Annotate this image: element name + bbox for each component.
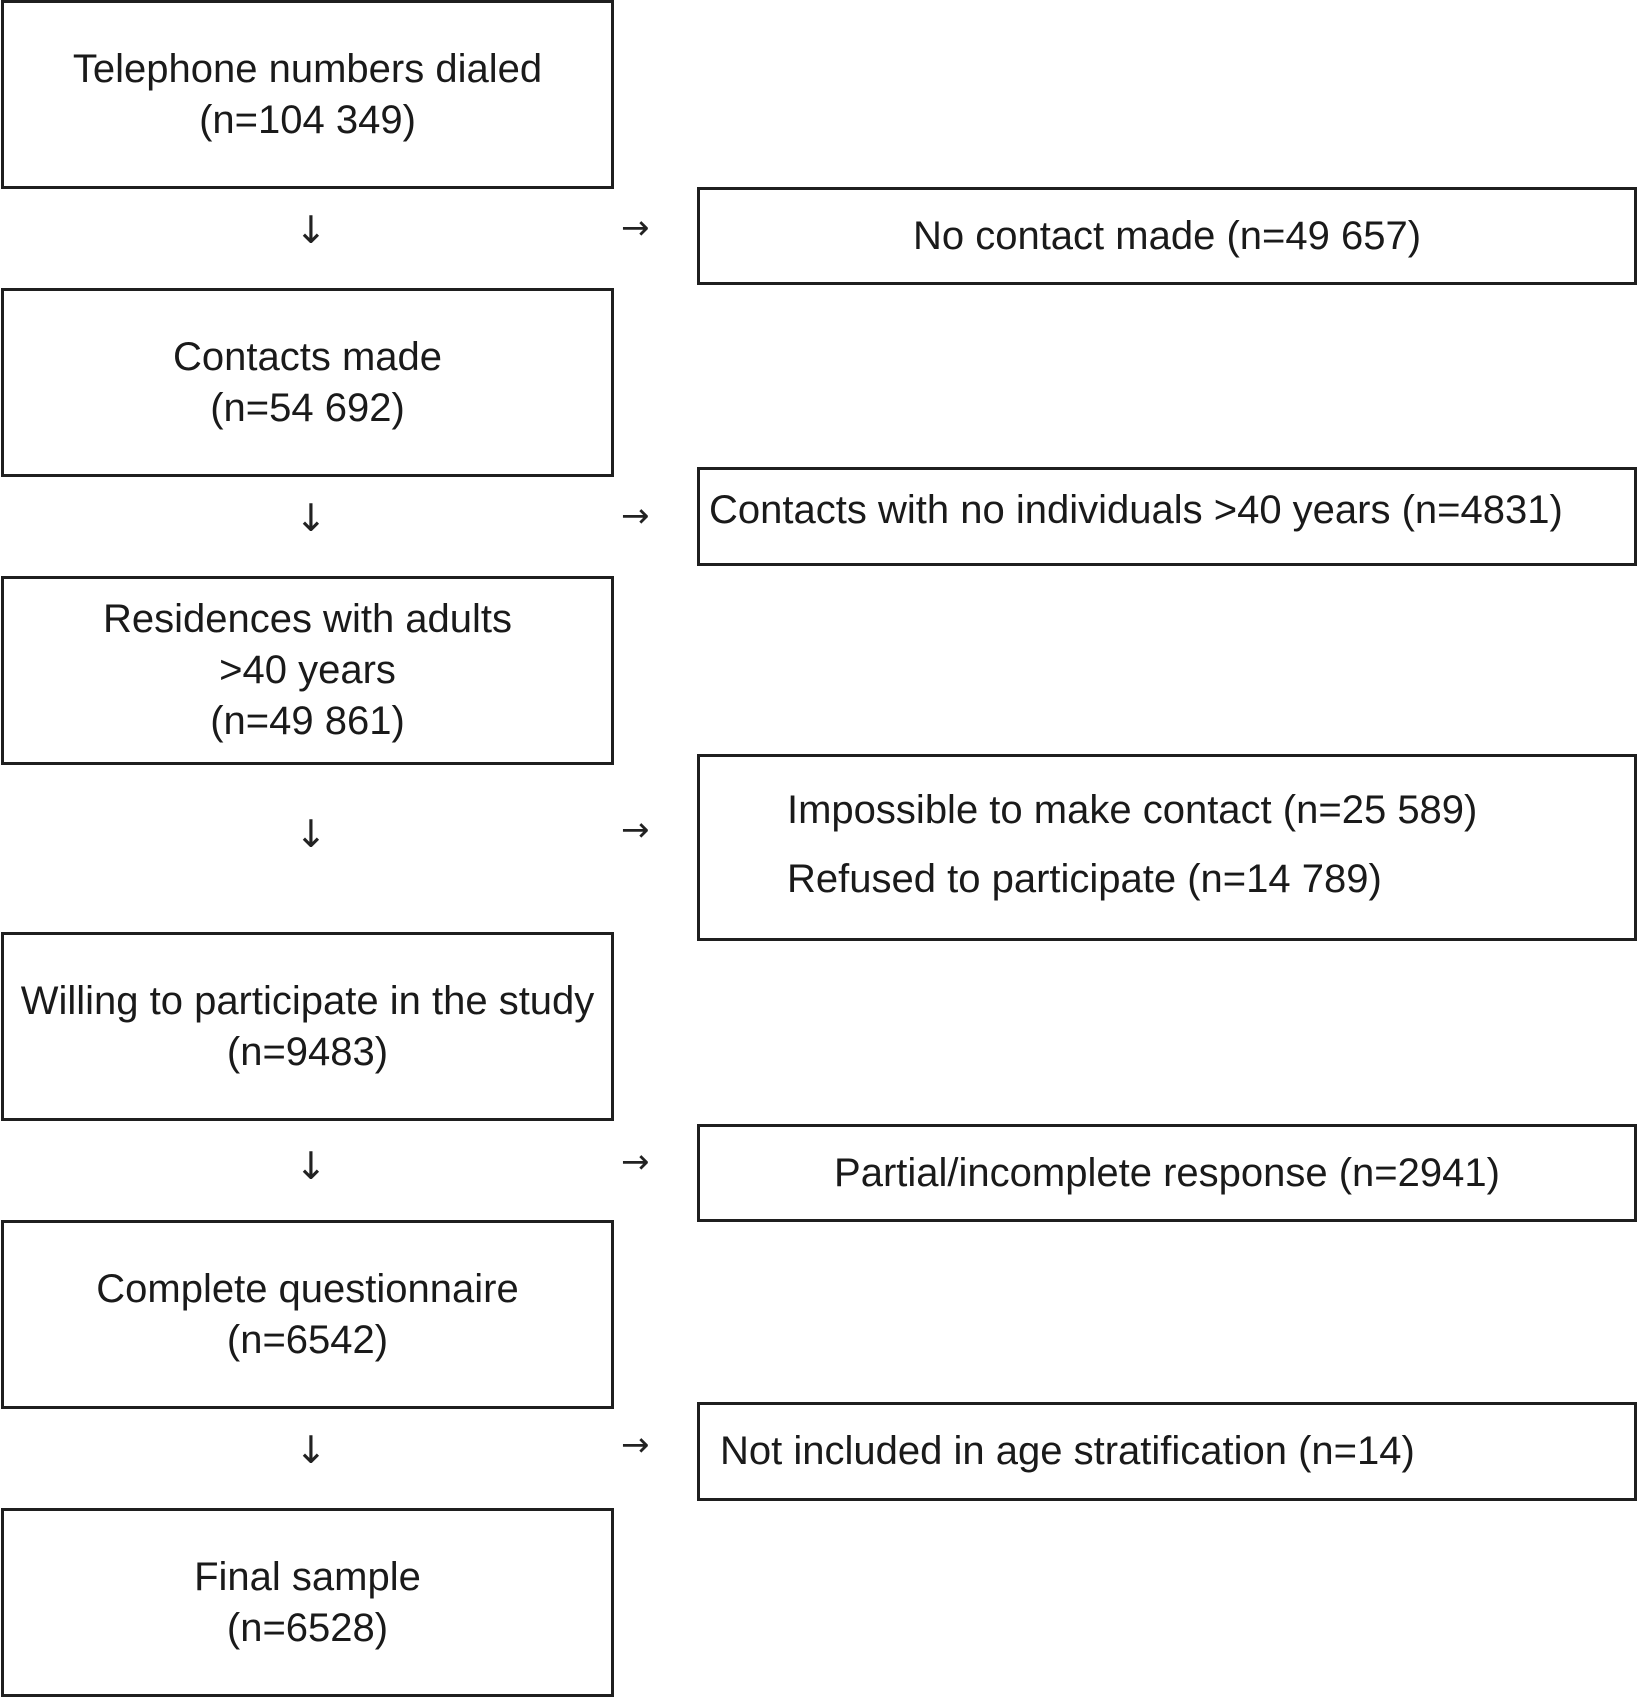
step-count: (n=6542) [226,1317,389,1362]
arrow-right-icon: → [621,810,650,850]
step-residences-with-adults: Residences with adults >40 years (n=49 8… [1,576,614,765]
step-count: (n=49 861) [210,699,405,743]
step-label-cont: >40 years [219,648,396,692]
exclusion-no-contact-made: No contact made (n=49 657) [697,187,1637,285]
arrow-down-icon: ↓ [295,1144,327,1188]
step-label: Complete questionnaire [96,1266,519,1311]
arrow-right-icon: → [621,208,650,248]
exclusion-partial-response: Partial/incomplete response (n=2941) [697,1124,1637,1222]
step-final-sample: Final sample (n=6528) [1,1508,614,1697]
step-willing-to-participate: Willing to participate in the study (n=9… [1,932,614,1121]
step-telephone-numbers-dialed: Telephone numbers dialed (n=104 349) [1,0,614,189]
step-count: (n=9483) [226,1029,389,1074]
step-contacts-made: Contacts made (n=54 692) [1,288,614,477]
arrow-down-icon: ↓ [295,812,327,856]
exclusion-impossible-or-refused: Impossible to make contact (n=25 589) Re… [697,754,1637,941]
step-count: (n=6528) [226,1605,389,1650]
exclusion-refused: Refused to participate (n=14 789) [787,856,1382,901]
arrow-down-icon: ↓ [295,1428,327,1472]
step-count: (n=54 692) [210,385,405,430]
arrow-down-icon: ↓ [295,496,327,540]
step-label: Willing to participate in the study [20,978,595,1023]
step-label: Telephone numbers dialed [72,46,543,91]
arrow-down-icon: ↓ [295,208,327,252]
exclusion-label: Partial/incomplete response (n=2941) [834,1150,1500,1195]
exclusion-label: Contacts with no individuals >40 years (… [709,488,1563,532]
exclusion-label: No contact made (n=49 657) [912,213,1422,258]
step-label: Residences with adults [102,597,513,641]
step-label: Final sample [194,1554,421,1599]
step-count: (n=104 349) [199,97,416,142]
step-label: Contacts made [172,334,443,379]
exclusion-not-in-age-stratification: Not included in age stratification (n=14… [697,1402,1637,1501]
arrow-right-icon: → [621,1142,650,1182]
step-complete-questionnaire: Complete questionnaire (n=6542) [1,1220,614,1409]
arrow-right-icon: → [621,1425,650,1465]
arrow-right-icon: → [621,496,650,536]
exclusion-impossible-contact: Impossible to make contact (n=25 589) [787,787,1478,832]
exclusion-label: Not included in age stratification (n=14… [720,1429,1415,1473]
exclusion-no-individuals-over-40: Contacts with no individuals >40 years (… [697,467,1637,566]
